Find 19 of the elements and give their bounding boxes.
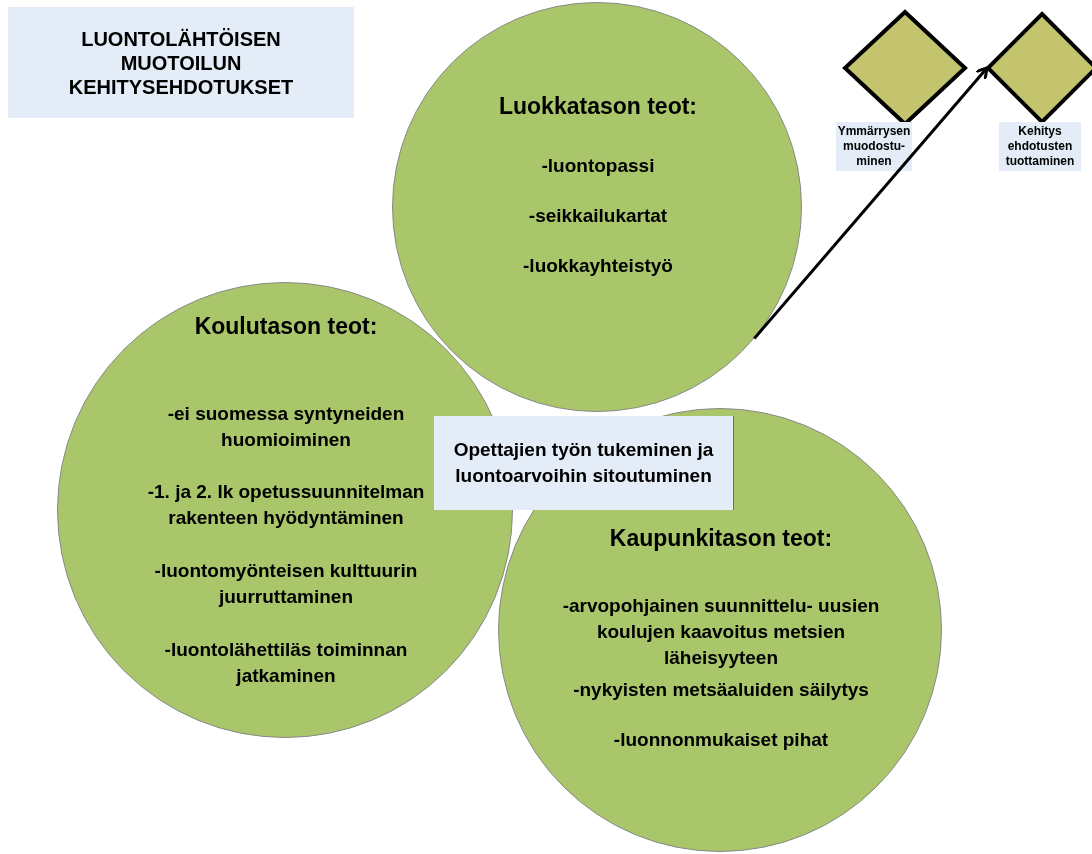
list-item: -1. ja 2. lk opetussuunnitelman rakenteen hyödyntäminen xyxy=(146,480,426,530)
list-item: -arvopohjainen suunnittelu- uusien koulujen kaavoitus metsien läheisyyteen xyxy=(561,594,881,670)
list-item: -seikkailukartat xyxy=(527,204,669,228)
circle-heading: Koulutason teot: xyxy=(193,312,379,341)
title: LUONTOLÄHTÖISEN MUOTOILUN KEHITYSEHDOTUKSET xyxy=(8,7,354,118)
list-item: -luokkayhteistyö xyxy=(522,254,674,278)
arrow xyxy=(753,66,989,340)
diamond-label: Kehitys ehdotusten tuottaminen xyxy=(999,122,1081,171)
list-item: -luonnonmukaiset pihat xyxy=(612,728,830,752)
list-item: -luontolähettiläs toiminnan jatkaminen xyxy=(163,638,409,688)
process-box xyxy=(434,416,734,510)
list-item: -luontomyönteisen kulttuurin juurruttaminen xyxy=(153,559,419,609)
circle-heading: Luokkatason teot: xyxy=(497,92,699,121)
list-item: -ei suomessa syntyneiden huomioiminen xyxy=(166,402,406,452)
list-item: -nykyisten metsäaluiden säilytys xyxy=(572,678,870,702)
diamond-label: Ymmärrysen muodostu- minen xyxy=(836,122,912,171)
circle-heading: Kaupunkitason teot: xyxy=(608,524,834,553)
box-text: Opettajien työn tukeminen ja luontoarvoihin sitoutuminen xyxy=(452,438,715,488)
list-item: -luontopassi xyxy=(540,154,656,178)
